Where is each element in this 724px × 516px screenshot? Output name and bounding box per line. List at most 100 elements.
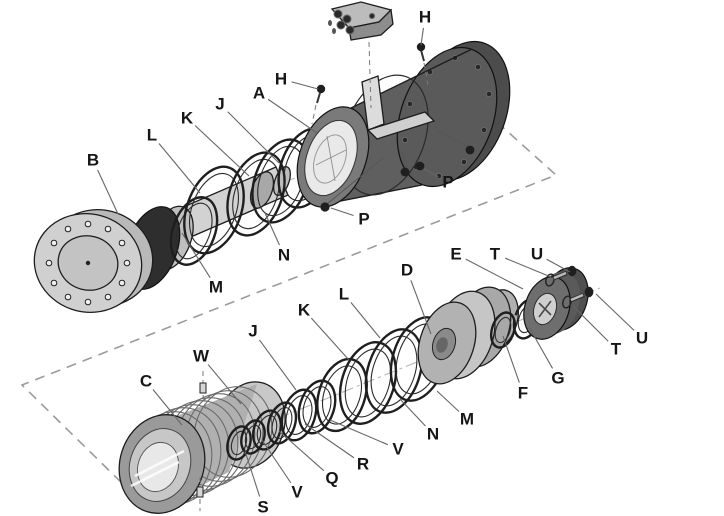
callout-label-J1: J xyxy=(215,95,224,114)
leader-line-L2 xyxy=(350,302,381,339)
leader-line-N2 xyxy=(399,398,426,427)
screw-set-upper xyxy=(545,265,577,287)
leader-line-Q xyxy=(278,430,325,472)
leader-line-P2 xyxy=(423,168,439,178)
callout-label-U2: U xyxy=(636,329,648,348)
leader-line-N1 xyxy=(264,212,280,246)
upper-assembly xyxy=(33,1,511,314)
callout-label-T2: T xyxy=(611,340,622,359)
callout-label-P2: P xyxy=(442,173,453,192)
leader-line-H1 xyxy=(291,81,319,90)
leader-line-R xyxy=(304,423,355,459)
callout-label-V1: V xyxy=(291,483,303,502)
leader-line-F xyxy=(502,335,520,383)
gland-bushing-part xyxy=(523,267,589,340)
ring-V-first xyxy=(240,419,266,455)
callout-label-K1: K xyxy=(181,109,194,128)
washer-T-upper xyxy=(545,273,555,287)
valve-block-nub-2 xyxy=(332,28,336,34)
ring-W xyxy=(266,401,298,445)
callout-label-R: R xyxy=(357,455,369,474)
callout-label-D: D xyxy=(401,261,413,280)
callout-label-W: W xyxy=(193,347,210,366)
leader-line-K2 xyxy=(310,317,350,361)
gland-bore-detail xyxy=(538,300,552,318)
leader-line-B xyxy=(97,169,119,215)
leader-line-C xyxy=(152,389,183,426)
leader-line-G xyxy=(528,326,554,369)
flange-center-point xyxy=(85,260,91,266)
callout-label-M2: M xyxy=(460,410,474,429)
callout-label-F: F xyxy=(518,384,528,403)
barrel-face-highlight xyxy=(130,449,185,488)
bore-centerline-cross xyxy=(315,135,347,182)
leader-line-W xyxy=(207,364,242,405)
callout-label-B: B xyxy=(87,151,99,170)
callout-label-L1: L xyxy=(147,126,157,145)
callout-label-A: A xyxy=(253,84,265,103)
leader-line-H2 xyxy=(420,27,424,46)
callout-label-V2: V xyxy=(392,440,404,459)
screw-head-U-lower xyxy=(584,286,594,298)
valve-block xyxy=(328,1,394,109)
leader-line-A xyxy=(267,98,318,134)
leader-line-M2 xyxy=(436,390,460,412)
ring-F xyxy=(489,311,517,349)
ring-J-lower xyxy=(316,357,368,433)
barrel-pin-bottom xyxy=(196,477,204,511)
bracket-base xyxy=(366,111,436,140)
leader-line-U2 xyxy=(595,293,635,331)
barrel-tube-part xyxy=(118,381,286,514)
bracket-plate xyxy=(361,75,385,131)
valve-mount-bracket xyxy=(361,75,436,140)
leader-line-M1 xyxy=(181,232,211,278)
leader-line-J2 xyxy=(259,339,297,391)
barrel-pin-top xyxy=(199,371,207,413)
piston-rod-flange-part xyxy=(33,166,291,314)
callout-label-M1: M xyxy=(209,278,223,297)
callout-label-E: E xyxy=(450,245,461,264)
plug-P-4 xyxy=(465,145,475,155)
valve-block-ports xyxy=(333,9,376,35)
plug-P-2 xyxy=(400,167,410,177)
callout-label-S: S xyxy=(257,498,268,516)
leader-line-P1 xyxy=(330,207,354,217)
plug-P-3 xyxy=(415,161,425,171)
callout-label-C: C xyxy=(140,372,152,391)
piston-bore-inner xyxy=(436,337,448,353)
screw-H-left xyxy=(311,84,326,125)
valve-block-nub xyxy=(328,20,332,26)
callout-label-K2: K xyxy=(298,301,311,320)
barrel-bore xyxy=(137,441,179,493)
leader-line-T1 xyxy=(504,257,552,278)
callout-label-Q: Q xyxy=(325,469,338,488)
callout-label-H2: H xyxy=(419,8,431,27)
leader-line-V1 xyxy=(261,439,292,484)
leader-line-E xyxy=(465,258,524,290)
callout-label-N1: N xyxy=(278,246,290,265)
leader-line-K1 xyxy=(194,125,250,177)
ring-V-second xyxy=(297,379,337,435)
plug-P-set xyxy=(320,129,475,212)
flange-bolt-holes xyxy=(45,220,131,306)
lower-assembly xyxy=(118,265,594,514)
leader-line-T2 xyxy=(572,305,609,342)
plug-P-1 xyxy=(320,202,330,212)
leader-line-L1 xyxy=(158,143,201,194)
callout-label-J2: J xyxy=(248,322,257,341)
leader-line-D xyxy=(410,280,432,335)
screw-head-U-upper xyxy=(567,265,577,277)
valve-block-front-face xyxy=(348,8,394,41)
callout-label-T1: T xyxy=(490,245,501,264)
screw-set-lower xyxy=(562,286,594,309)
group-plane-dashed-outline xyxy=(20,87,558,492)
valve-block-alignment-dash xyxy=(368,41,372,109)
screw-H-right xyxy=(416,42,429,86)
washer-T-lower xyxy=(562,295,572,309)
leader-line-V2 xyxy=(329,419,389,446)
callout-label-N2: N xyxy=(427,425,439,444)
callout-label-U1: U xyxy=(531,245,543,264)
callout-label-P1: P xyxy=(358,210,369,229)
